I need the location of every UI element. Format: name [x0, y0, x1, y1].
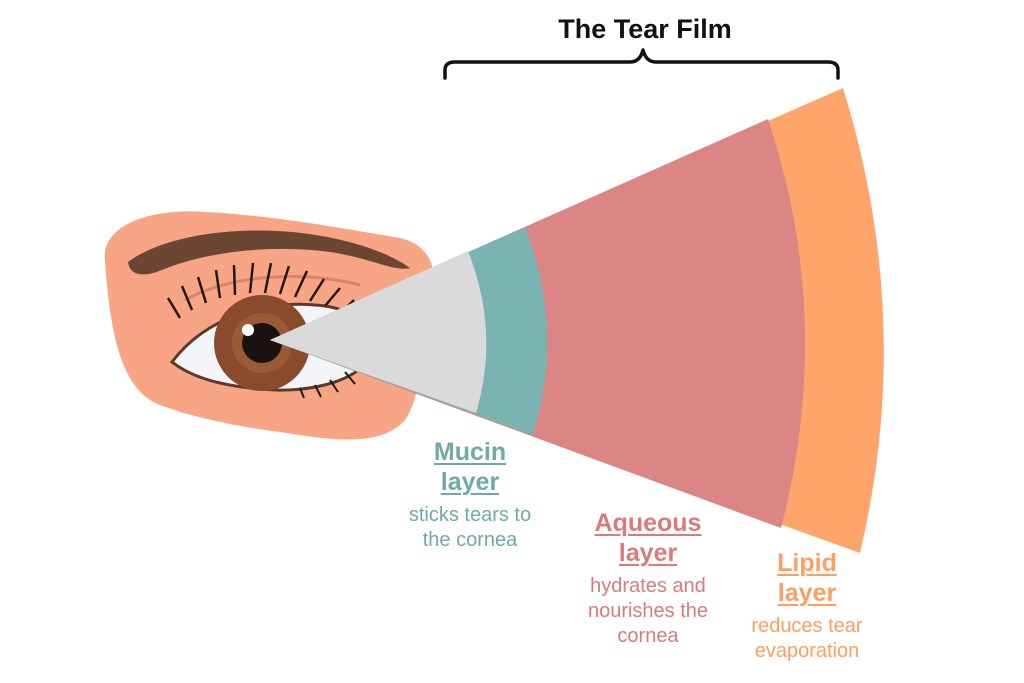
mucin-layer-label: Mucin layer sticks tears to the cornea: [370, 437, 570, 553]
lipid-layer-name: Lipid layer: [728, 548, 886, 608]
upper-eyelashes: [166, 262, 355, 319]
lower-eyelashes: [299, 371, 356, 399]
aqueous-desc-line2: nourishes the: [587, 600, 709, 622]
eyebrow: [128, 230, 410, 275]
mucin-desc-line1: sticks tears to: [408, 504, 532, 526]
eye-highlight: [242, 324, 254, 336]
mucin-layer-name: Mucin layer: [370, 437, 570, 497]
aqueous-name-line1: Aqueous: [594, 509, 702, 537]
lipid-name-line2: layer: [777, 579, 837, 607]
aqueous-layer-description: hydrates and nourishes the cornea: [558, 574, 738, 649]
lipid-name-line1: Lipid: [777, 549, 837, 577]
aqueous-desc-line1: hydrates and: [590, 575, 706, 597]
lipid-desc-line2: evaporation: [754, 640, 860, 662]
aqueous-layer-name: Aqueous layer: [558, 508, 738, 568]
lipid-layer-label: Lipid layer reduces tear evaporation: [728, 548, 886, 664]
cornea-wedge: [270, 251, 487, 413]
aqueous-name-line2: layer: [618, 539, 678, 567]
mucin-name-line2: layer: [440, 468, 500, 496]
lipid-layer-description: reduces tear evaporation: [728, 614, 886, 664]
mucin-name-line1: Mucin: [433, 438, 507, 466]
mucin-desc-line2: the cornea: [422, 529, 518, 551]
diagram-title: The Tear Film: [558, 14, 732, 44]
mucin-layer-description: sticks tears to the cornea: [370, 503, 570, 553]
lipid-desc-line1: reduces tear: [751, 615, 863, 637]
aqueous-layer-label: Aqueous layer hydrates and nourishes the…: [558, 508, 738, 649]
aqueous-desc-line3: cornea: [617, 625, 679, 647]
tear-film-bracket: [443, 48, 840, 80]
